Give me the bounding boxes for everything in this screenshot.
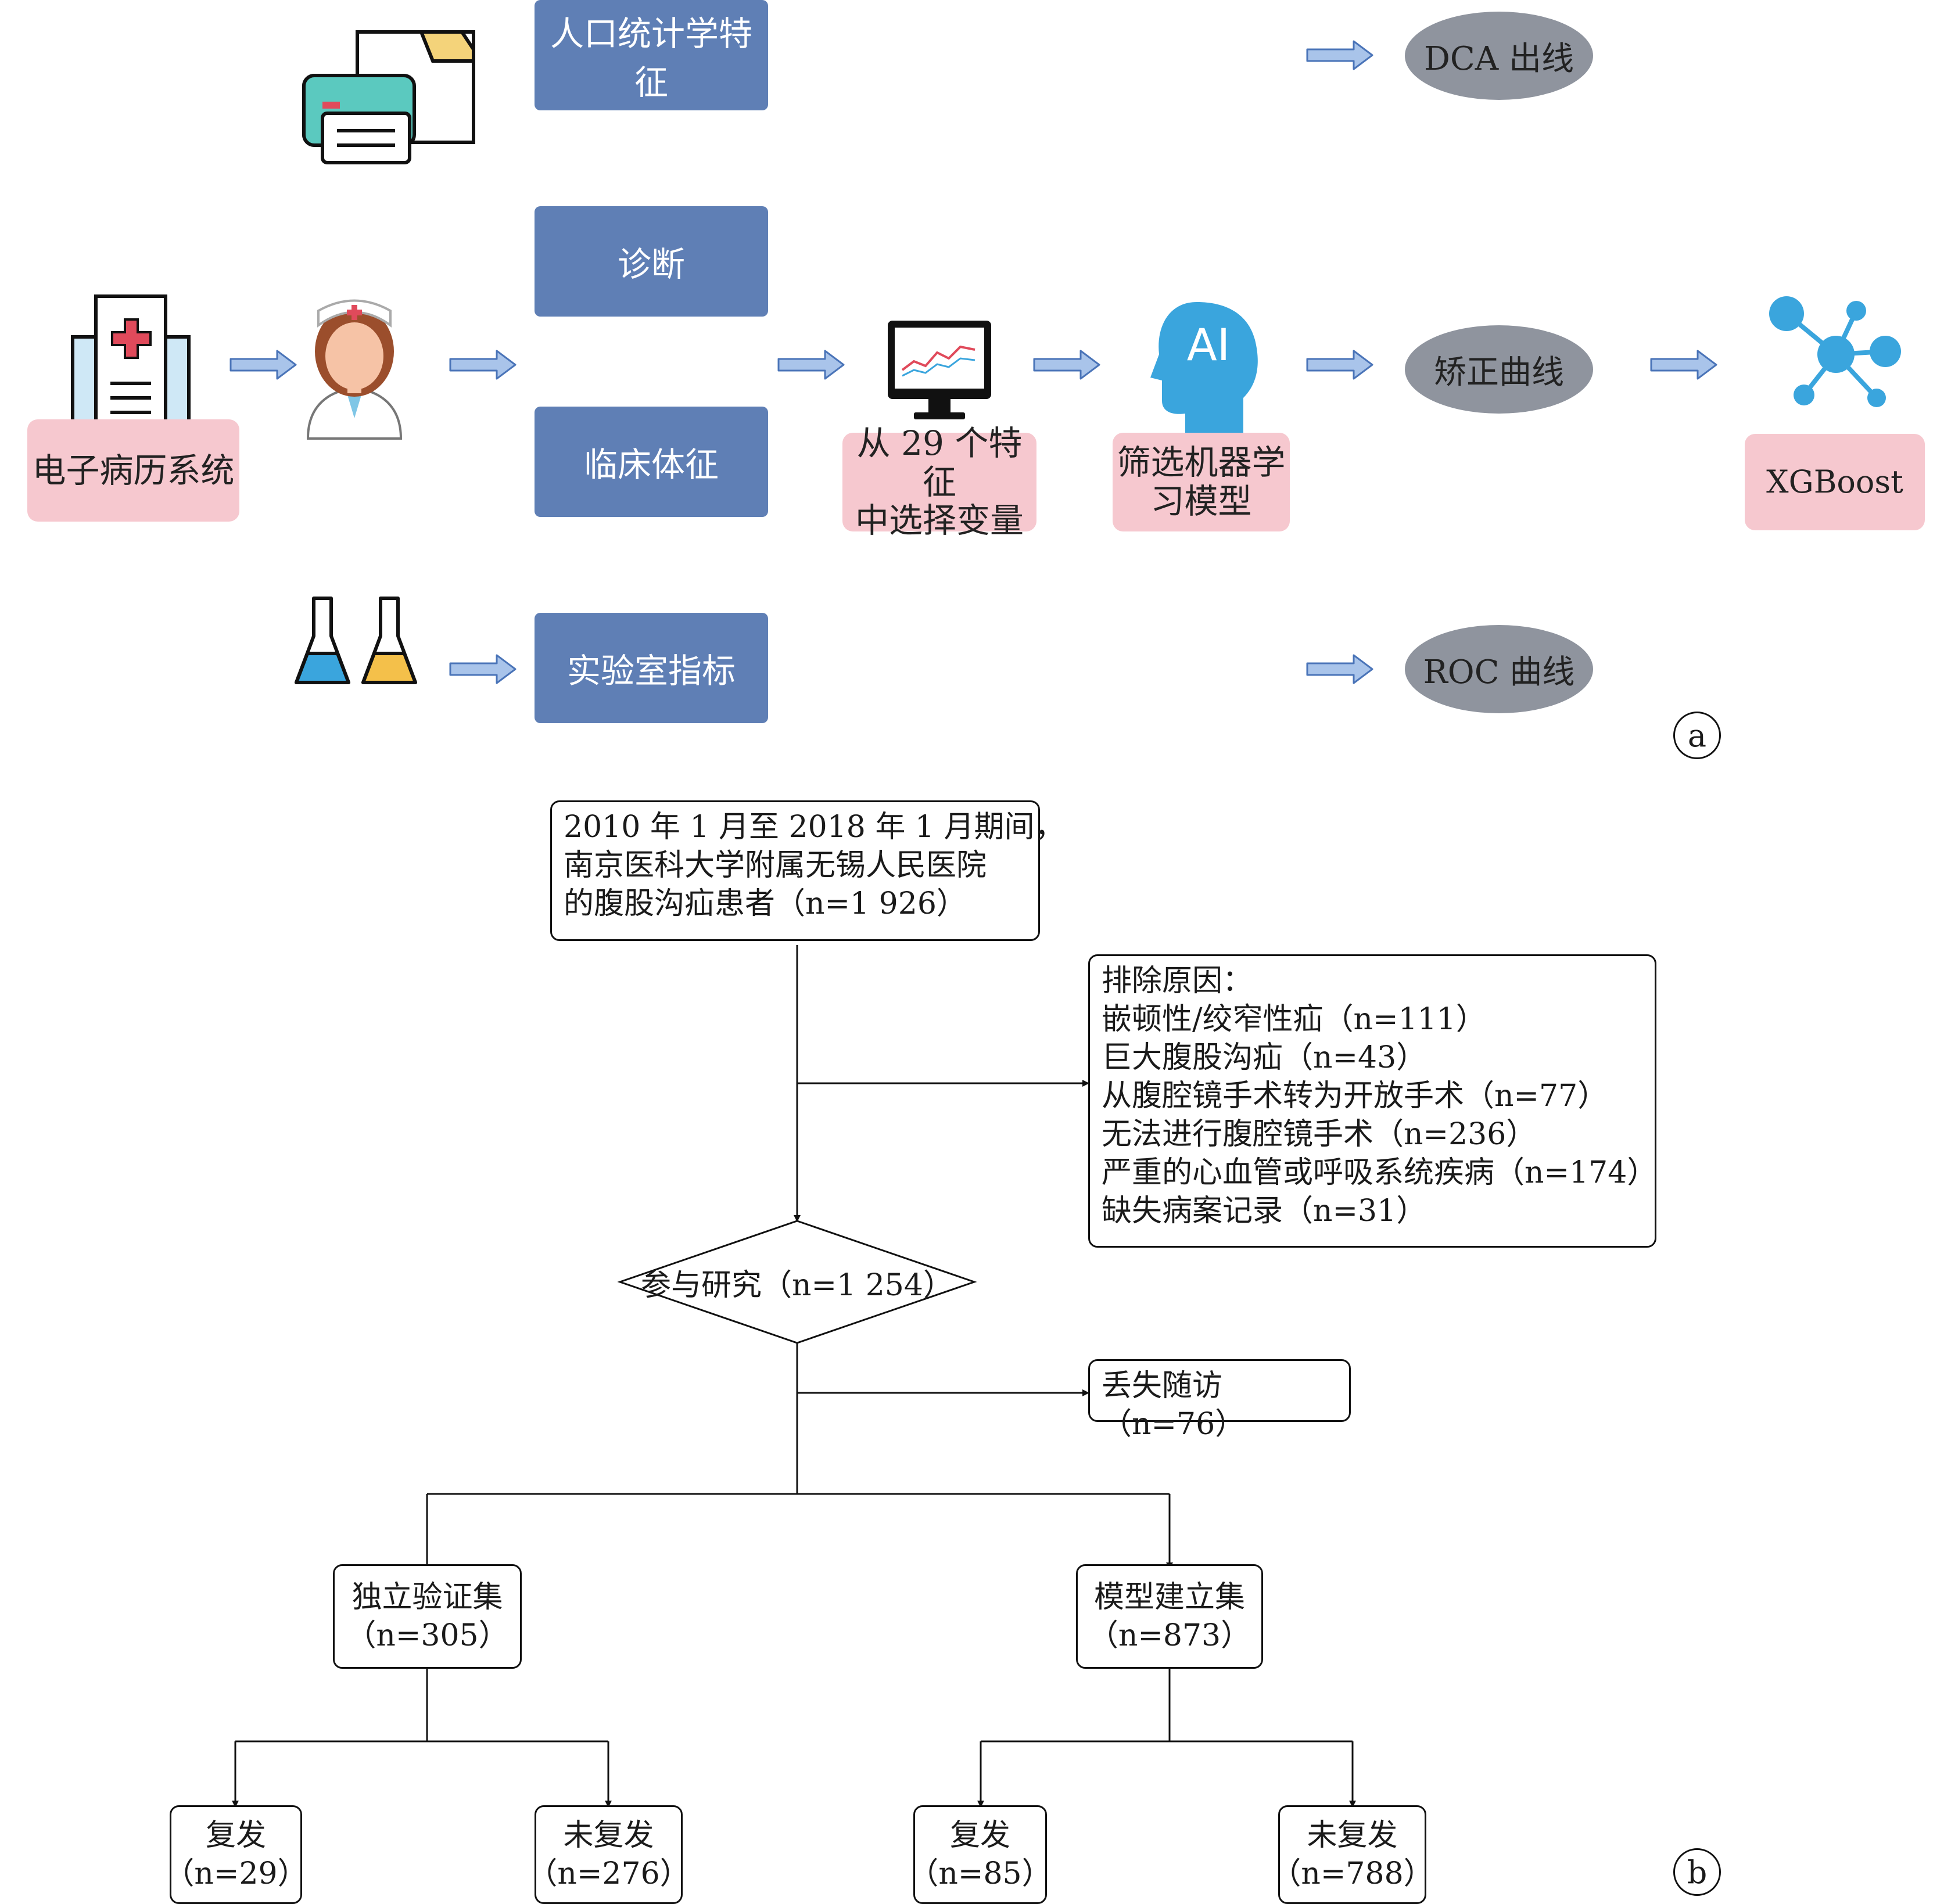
training-set-title: 模型建立集: [1093, 1580, 1245, 1615]
exclusion-item: 严重的心血管或呼吸系统疾病（n=174）: [1102, 1155, 1658, 1190]
cohort-line-2: 南京医科大学附属无锡人民医院: [564, 848, 987, 883]
model-screening-line-2: 习模型: [1150, 482, 1252, 521]
panel-tag-a: a: [1673, 712, 1721, 759]
exclusion-item: 无法进行腹腔镜手术（n=236）: [1102, 1117, 1537, 1152]
flow-arrow-4: [1033, 350, 1100, 380]
outcome-title: 未复发: [563, 1818, 654, 1853]
printer-icon: [302, 30, 475, 164]
network-icon: [1769, 296, 1901, 407]
exclusion-title: 排除原因：: [1102, 964, 1253, 998]
nurse-icon: [306, 299, 403, 440]
outcome-n: （n=29）: [164, 1856, 308, 1891]
xgboost-label: XGBoost: [1745, 434, 1925, 530]
outcome-n: （n=85）: [908, 1856, 1052, 1891]
curve-roc: ROC 曲线: [1405, 625, 1593, 713]
flow-arrow-2: [449, 350, 517, 380]
exclusion-box: 排除原因： 嵌顿性/绞窄性疝（n=111） 巨大腹股沟疝（n=43） 从腹腔镜手…: [1088, 954, 1658, 1248]
outcome-title: 复发: [949, 1818, 1010, 1853]
flasks-icon: [295, 597, 417, 684]
variable-selection-line-2: 中选择变量: [855, 501, 1024, 541]
variable-selection-line-1: 从 29 个特征: [856, 423, 1023, 502]
exclusion-item: 从腹腔镜手术转为开放手术（n=77）: [1102, 1079, 1608, 1113]
emr-system-label: 电子病历系统: [27, 419, 239, 522]
cohort-line-1: 2010 年 1 月至 2018 年 1 月期间，: [564, 810, 1065, 845]
validation-set-n: （n=305）: [346, 1618, 509, 1653]
flow-arrow-lab: [449, 654, 517, 684]
outcome-n: （n=788）: [1271, 1856, 1434, 1891]
flow-arrow-roc: [1306, 654, 1373, 684]
lost-followup-box: 丢失随访（n=76）: [1088, 1359, 1351, 1442]
flow-arrow-1: [229, 350, 297, 380]
outcome-title: 复发: [205, 1818, 266, 1853]
exclusion-item: 巨大腹股沟疝（n=43）: [1102, 1040, 1427, 1075]
training-no-recurrence-box: 未复发 （n=788）: [1271, 1805, 1434, 1904]
monitor-chart-icon: [888, 321, 991, 419]
model-screening-label: 筛选机器学 习模型: [1113, 433, 1290, 531]
cohort-box: 2010 年 1 月至 2018 年 1 月期间， 南京医科大学附属无锡人民医院…: [550, 800, 1065, 941]
ai-text: AI: [1186, 318, 1231, 371]
cohort-line-3: 的腹股沟疝患者（n=1 926）: [564, 886, 967, 921]
variable-selection-label: 从 29 个特征 中选择变量: [842, 424, 1036, 540]
panel-tag-b: b: [1673, 1848, 1721, 1896]
training-set-box: 模型建立集 （n=873）: [1076, 1564, 1263, 1669]
flow-arrow-dca: [1306, 40, 1373, 70]
exclusion-item: 缺失病案记录（n=31）: [1102, 1194, 1427, 1228]
validation-set-box: 独立验证集 （n=305）: [333, 1564, 522, 1669]
ai-head-icon: [1150, 302, 1258, 433]
flowchart-connectors: [232, 945, 1356, 1808]
enrolled-diamond: [617, 1220, 977, 1344]
feature-lab-indicators: 实验室指标: [535, 613, 768, 723]
model-screening-line-1: 筛选机器学: [1117, 443, 1286, 483]
validation-recurrence-box: 复发 （n=29）: [164, 1805, 308, 1904]
feature-diagnosis: 诊断: [535, 206, 768, 317]
feature-demographics: 人口统计学特征: [535, 0, 768, 110]
training-recurrence-box: 复发 （n=85）: [908, 1805, 1052, 1904]
outcome-n: （n=276）: [527, 1856, 690, 1891]
validation-no-recurrence-box: 未复发 （n=276）: [527, 1805, 690, 1904]
flow-arrow-6: [1650, 350, 1717, 380]
validation-set-title: 独立验证集: [352, 1580, 503, 1615]
enrolled-label: 参与研究（n=1 254）: [641, 1267, 953, 1303]
curve-calibration: 矫正曲线: [1405, 325, 1593, 414]
exclusion-item: 嵌顿性/绞窄性疝（n=111）: [1102, 1002, 1486, 1037]
flow-arrow-3: [777, 350, 845, 380]
training-set-n: （n=873）: [1088, 1618, 1251, 1653]
outcome-title: 未复发: [1307, 1818, 1398, 1853]
curve-dca: DCA 出线: [1405, 12, 1593, 100]
flow-arrow-5: [1306, 350, 1373, 380]
feature-clinical-signs: 临床体征: [535, 407, 768, 517]
